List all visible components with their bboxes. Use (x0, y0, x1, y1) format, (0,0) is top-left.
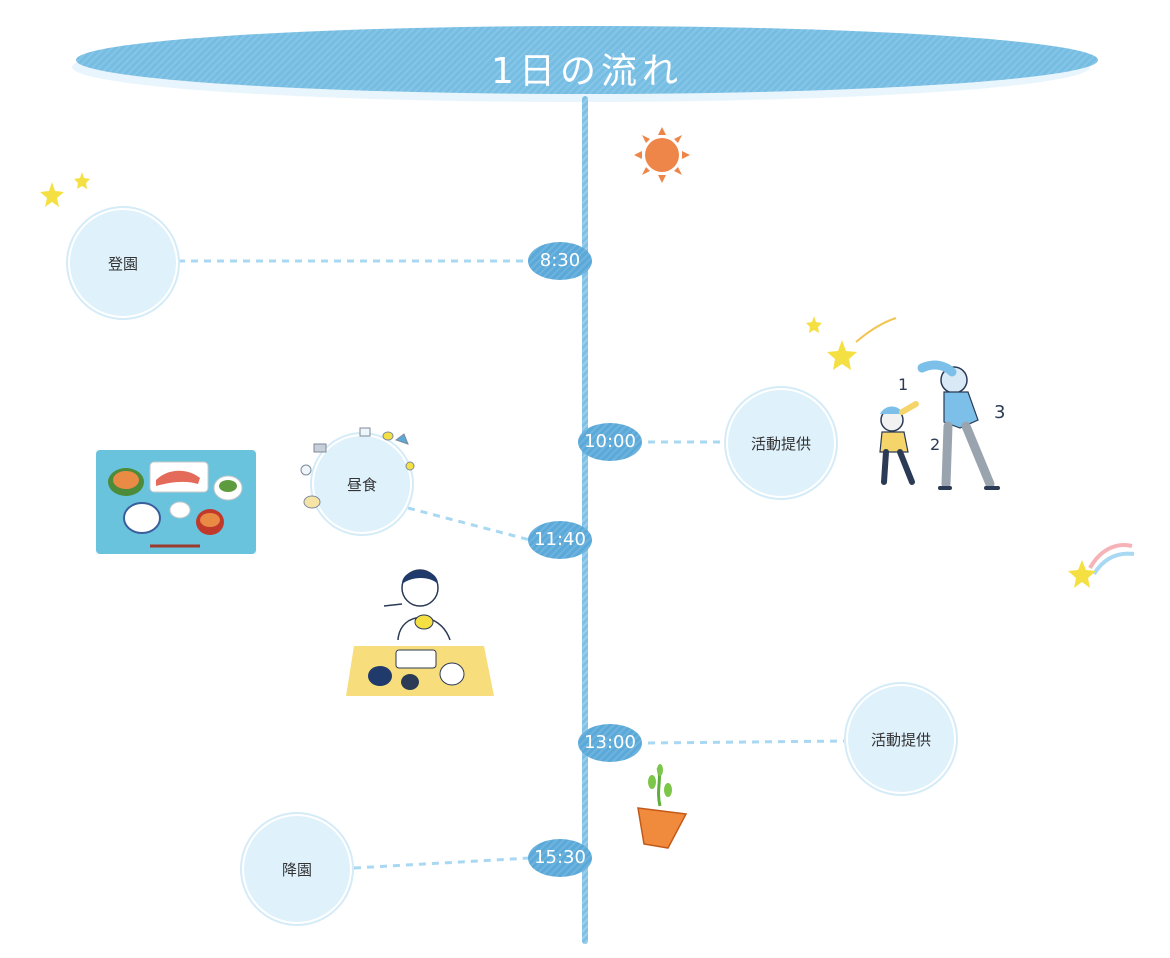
meal-tray-illustration (96, 450, 256, 554)
connector-1140 (407, 506, 531, 542)
activity-bubble-lunch: 昼食 (312, 434, 412, 534)
exercise-illustration: 1 2 3 (879, 360, 1005, 490)
star-icon (806, 316, 857, 370)
time-badge-1300: 13:00 (578, 724, 642, 762)
time-badge-1530: 15:30 (528, 839, 592, 877)
sun-icon (634, 127, 690, 183)
page-title: 1日の流れ (491, 51, 683, 92)
eating-child-illustration (346, 569, 494, 696)
time-badge-1000: 10:00 (578, 423, 642, 461)
plant-pot-illustration (637, 764, 688, 849)
star-icon (40, 172, 90, 207)
connector-1300 (647, 739, 845, 745)
time-badge-1140: 11:40 (528, 521, 592, 559)
banner-shape: 1日の流れ (76, 26, 1098, 94)
connector-1530 (353, 856, 531, 870)
activity-bubble-activity-morning: 活動提供 (726, 388, 836, 498)
svg-text:3: 3 (994, 402, 1005, 423)
activity-bubble-departure: 降園 (242, 814, 352, 924)
shooting-star-icon (1068, 543, 1135, 588)
activity-bubble-arrival: 登園 (68, 208, 178, 318)
svg-text:2: 2 (930, 435, 940, 454)
food-doodles (300, 427, 415, 509)
svg-text:1: 1 (898, 375, 908, 394)
activity-bubble-activity-afternoon: 活動提供 (846, 684, 956, 794)
time-badge-0830: 8:30 (528, 242, 592, 280)
timeline-line (582, 96, 588, 944)
title-banner: 1日の流れ (70, 22, 1102, 104)
